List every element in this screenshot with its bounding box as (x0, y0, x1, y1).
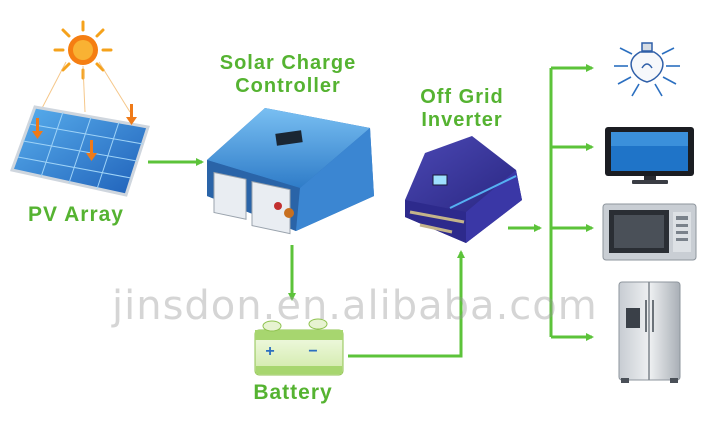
microwave-icon (602, 203, 697, 261)
pv-array-label: PV Array (28, 203, 124, 226)
off-grid-inverter-device (405, 136, 522, 243)
sunlight-arrows (32, 104, 137, 161)
solar-charge-controller-device (207, 108, 374, 235)
connection-arrows (148, 64, 594, 358)
watermark: jinsdon.en.alibaba.com (112, 283, 598, 329)
refrigerator-icon (618, 281, 681, 383)
pv-array-panel-icon (10, 104, 150, 197)
off-grid-inverter-label: Off Grid Inverter (398, 86, 526, 132)
tv-icon (605, 127, 694, 184)
arrow-battery-to-inverter (348, 250, 465, 358)
solar-charge-controller-label: Solar Charge Controller (203, 52, 373, 98)
off-grid-inverter-label-line1: Off Grid (420, 86, 504, 108)
sun-icon (39, 20, 131, 113)
battery-label: Battery (253, 381, 333, 404)
off-grid-inverter-label-line2: Inverter (421, 109, 503, 131)
solar-charge-controller-label-line2: Controller (235, 75, 341, 97)
solar-charge-controller-label-line1: Solar Charge (219, 52, 357, 74)
battery-icon (254, 318, 344, 376)
battery-negative-terminal: − (308, 343, 318, 360)
light-bulb-icon (614, 42, 680, 97)
battery-positive-terminal: + (265, 343, 275, 360)
